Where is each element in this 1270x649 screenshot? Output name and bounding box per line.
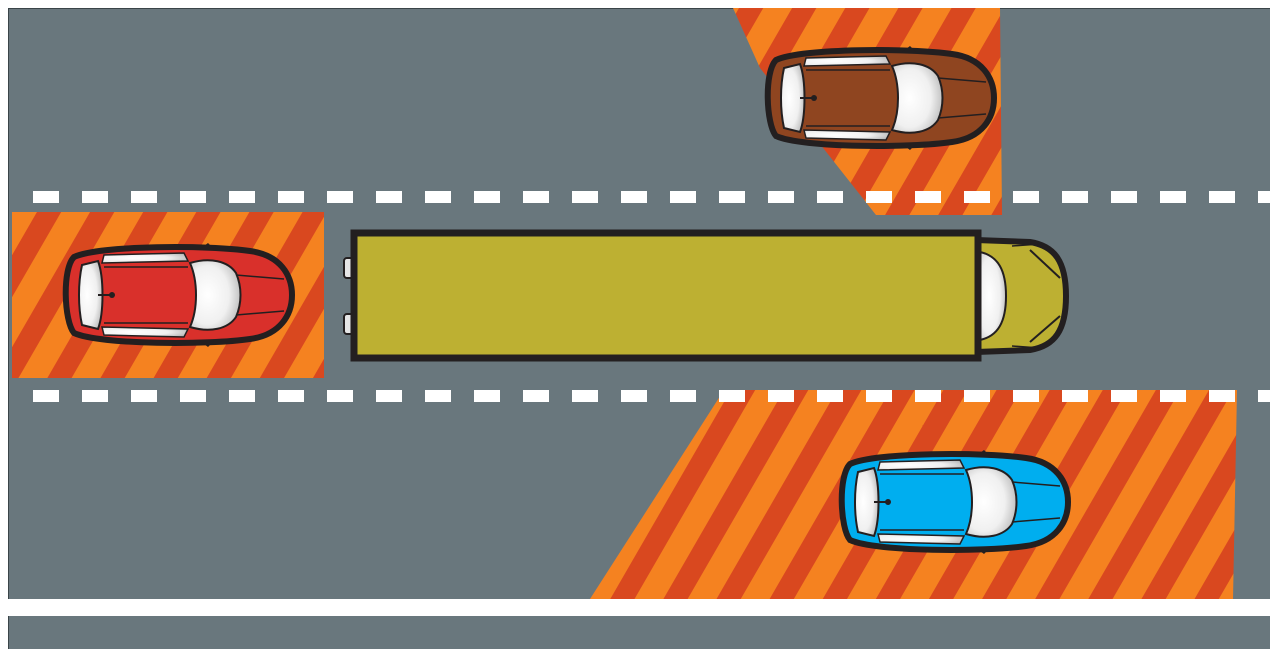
lane-dash <box>376 390 402 402</box>
lane-dash <box>327 191 353 203</box>
truck <box>344 233 1066 358</box>
lane-dash <box>719 191 745 203</box>
lane-dash <box>670 390 696 402</box>
lane-dash <box>1013 191 1039 203</box>
lane-dash <box>180 390 206 402</box>
lane-dash <box>1258 390 1270 402</box>
lane-dash <box>1062 390 1088 402</box>
lane-dash <box>964 191 990 203</box>
lane-dash <box>278 390 304 402</box>
lane-dash <box>1111 390 1137 402</box>
lane-dash <box>131 390 157 402</box>
lane-dash <box>1062 191 1088 203</box>
lane-dash <box>915 191 941 203</box>
lane-dash <box>425 390 451 402</box>
lane-dash <box>1209 191 1235 203</box>
lane-dash <box>425 191 451 203</box>
lane-dash <box>474 191 500 203</box>
lane-dash <box>33 191 59 203</box>
lane-dash <box>327 390 353 402</box>
lane-dash <box>964 390 990 402</box>
lane-dash <box>131 191 157 203</box>
lane-dash <box>523 390 549 402</box>
lane-dash <box>866 390 892 402</box>
lane-dash <box>817 390 843 402</box>
lane-dash <box>82 191 108 203</box>
lane-dash <box>1258 191 1270 203</box>
lane-dash <box>1111 191 1137 203</box>
lane-dash <box>33 390 59 402</box>
lane-dash <box>474 390 500 402</box>
lane-dash <box>180 191 206 203</box>
lane-dash <box>719 390 745 402</box>
lane-dash <box>572 390 598 402</box>
lane-dash <box>915 390 941 402</box>
car-brown <box>768 46 994 150</box>
lane-dash <box>229 390 255 402</box>
lane-dash <box>278 191 304 203</box>
lane-dash <box>572 191 598 203</box>
lane-dash <box>1013 390 1039 402</box>
lane-dash <box>82 390 108 402</box>
lane-dash <box>523 191 549 203</box>
lane-dash <box>817 191 843 203</box>
lane-dash <box>376 191 402 203</box>
lane-dash <box>768 390 794 402</box>
lane-dash <box>866 191 892 203</box>
lane-dash <box>229 191 255 203</box>
lane-dash <box>1209 390 1235 402</box>
lane-dash <box>1160 191 1186 203</box>
truck-trailer <box>354 233 978 358</box>
lane-dash <box>621 390 647 402</box>
lane-dash <box>670 191 696 203</box>
lane-dash <box>768 191 794 203</box>
car-blue <box>842 450 1068 554</box>
car-red <box>66 243 292 347</box>
lane-dash <box>621 191 647 203</box>
lane-dash <box>1160 390 1186 402</box>
shoulder-line <box>8 599 1270 616</box>
